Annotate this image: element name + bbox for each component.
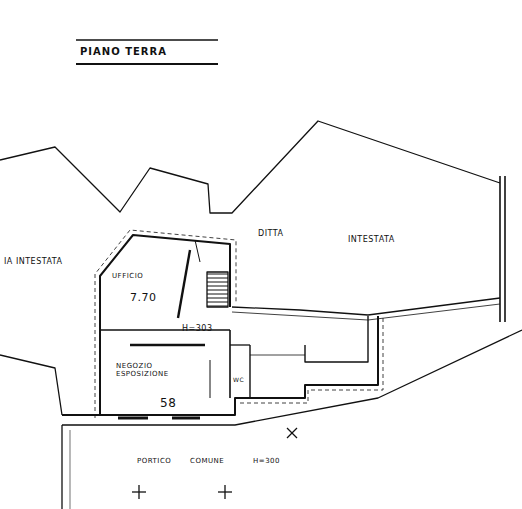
height-note: H=303 bbox=[182, 324, 213, 333]
height-note: H=300 bbox=[253, 457, 280, 465]
owner-label: INTESTATA bbox=[348, 235, 395, 244]
neighbour-label: IA INTESTATA bbox=[4, 257, 63, 266]
room-name: WC bbox=[233, 377, 244, 384]
room-name: NEGOZIO ESPOSIZIONE bbox=[116, 362, 186, 378]
plan-title: PIANO TERRA bbox=[80, 46, 167, 57]
owner-label: DITTA bbox=[258, 229, 284, 238]
room-name: UFFICIO bbox=[112, 272, 143, 280]
room-area: 7.70 bbox=[130, 292, 157, 305]
room-area: 58 bbox=[160, 397, 176, 411]
area-name: COMUNE bbox=[190, 457, 224, 465]
area-name: PORTICO bbox=[137, 457, 171, 465]
